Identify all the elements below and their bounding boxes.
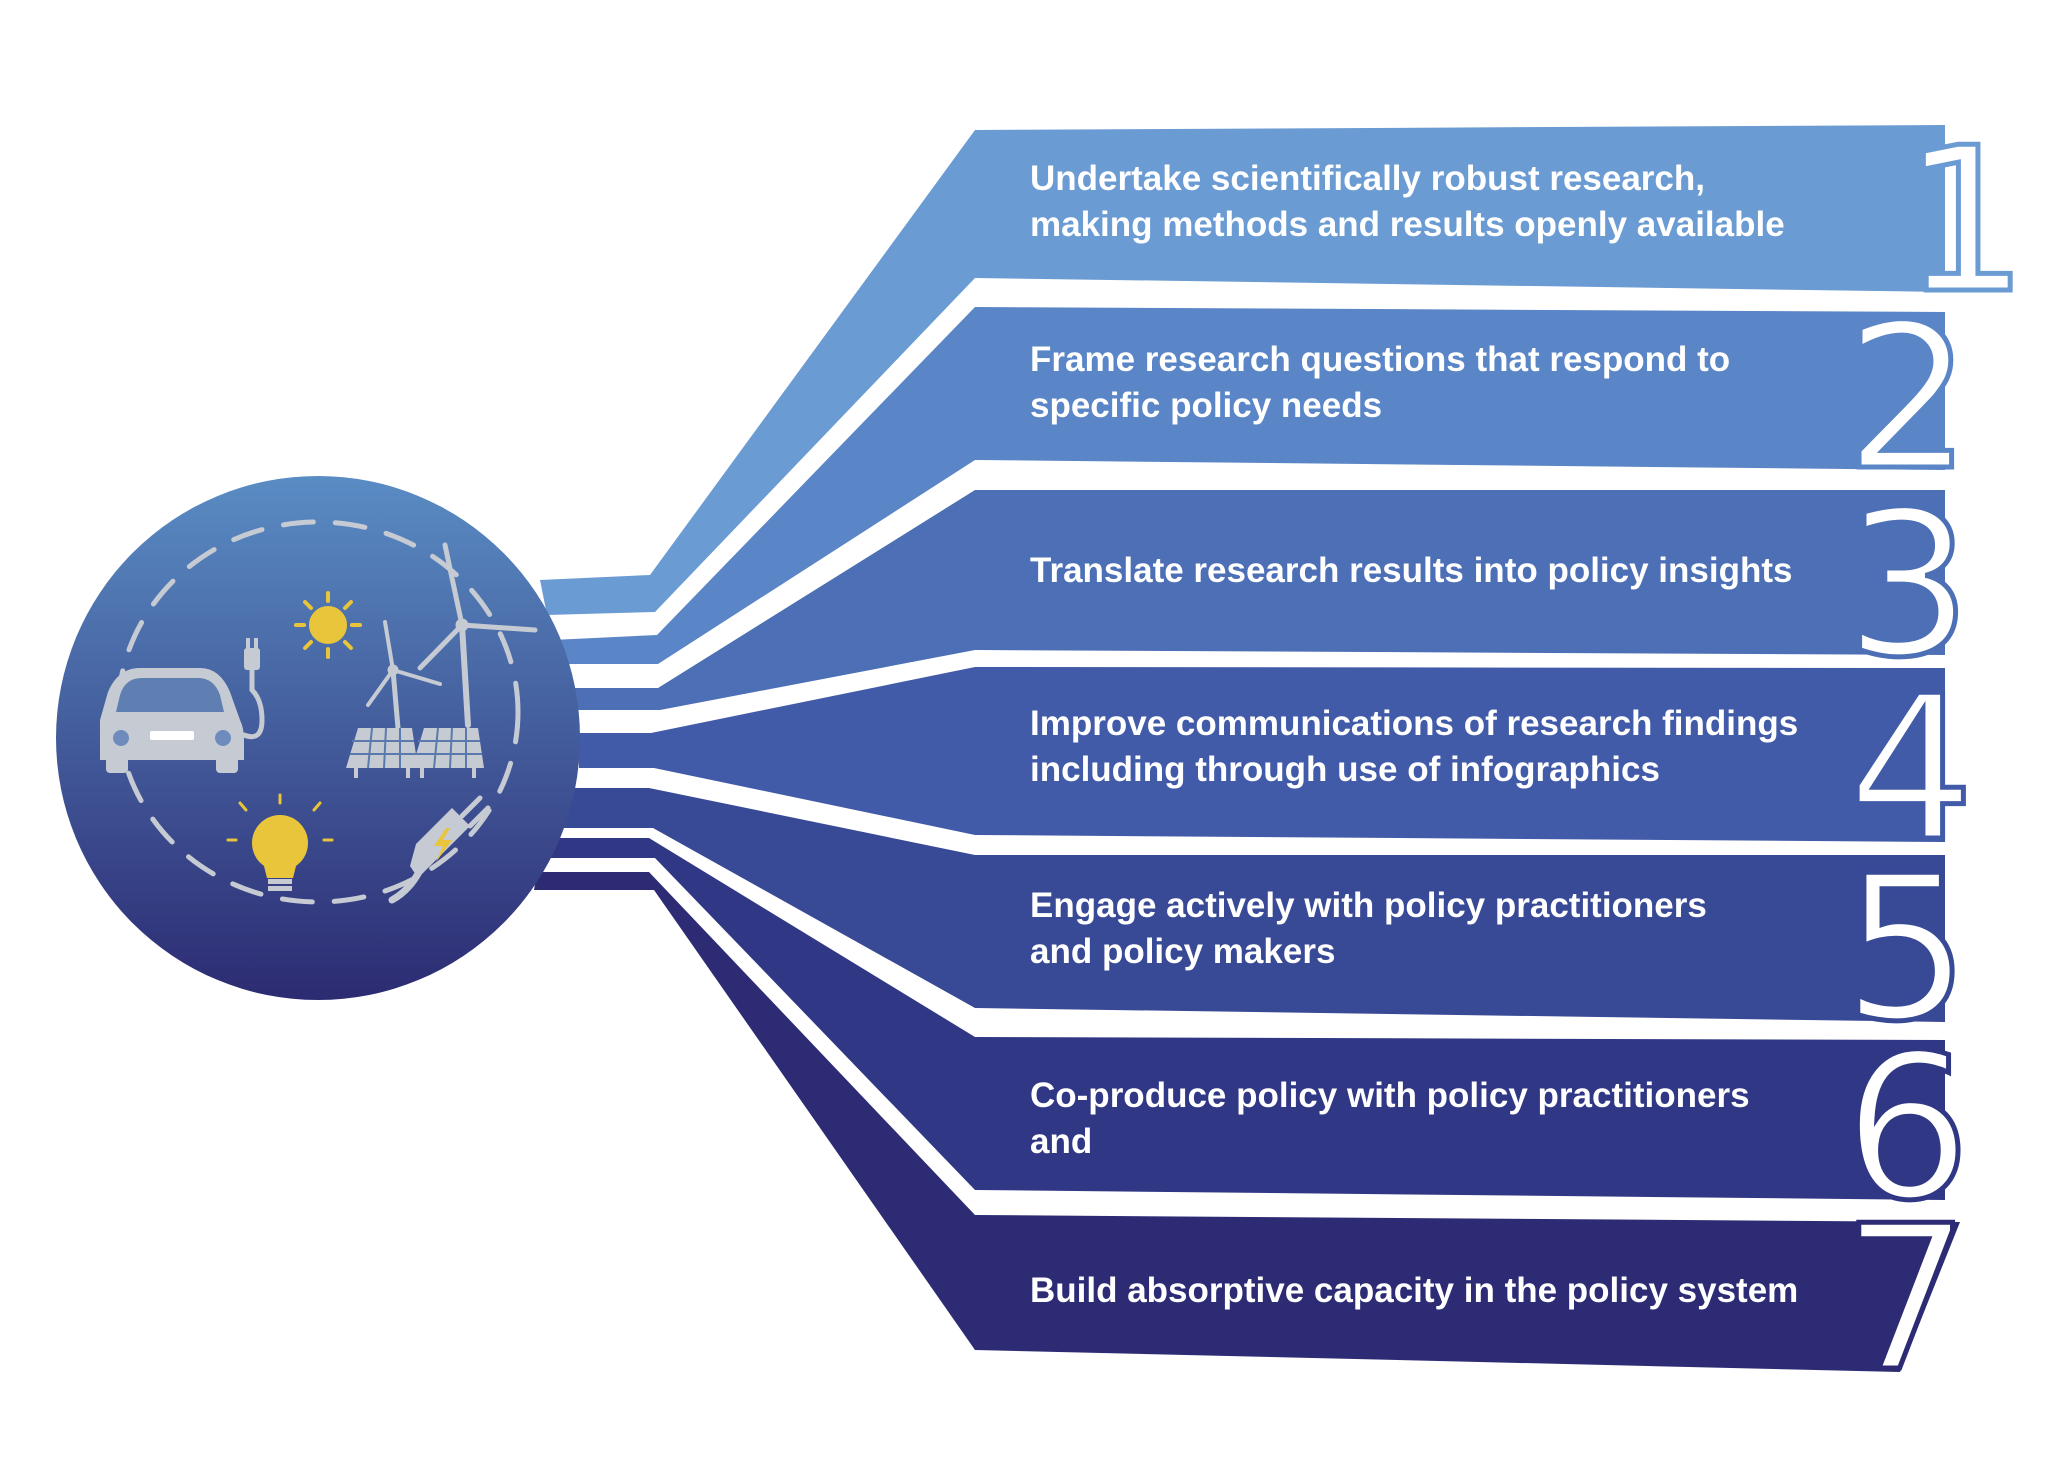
dashed-loop <box>115 519 521 905</box>
item-text-5: Engage actively with policy practitioner… <box>1030 886 1707 971</box>
numbers: 1 2 3 4 5 6 7 <box>1840 103 2031 1419</box>
car-icon <box>100 668 244 773</box>
item-text-4: Improve communications of research findi… <box>1030 704 1799 789</box>
banners <box>975 125 1960 1372</box>
banner-4 <box>975 667 1945 842</box>
circle-background <box>56 476 580 1000</box>
strip-4 <box>579 667 975 835</box>
number-3: 3 <box>1844 469 1971 702</box>
number-1: 1 <box>1901 105 2028 338</box>
sun-icon <box>294 591 362 659</box>
plug-icon <box>241 638 265 740</box>
strip-5 <box>562 788 975 1008</box>
item-text-1: Undertake scientifically robust research… <box>1030 159 1785 244</box>
strip-2 <box>552 307 975 664</box>
wind-turbine-icon <box>366 542 538 731</box>
power-plug-icon <box>388 795 491 904</box>
banner-6 <box>975 1037 1945 1200</box>
item-text-3: Translate research results into policy i… <box>1030 551 1793 590</box>
number-4: 4 <box>1847 653 1974 886</box>
strip-6 <box>545 838 975 1190</box>
connector-strips <box>534 130 975 1350</box>
light-bulb-icon <box>226 793 334 891</box>
banner-2 <box>975 307 1945 470</box>
banner-1 <box>975 125 1945 292</box>
banner-7 <box>975 1215 1960 1372</box>
energy-circle <box>56 476 580 1000</box>
number-2: 2 <box>1844 282 1971 515</box>
number-5: 5 <box>1842 833 1969 1066</box>
number-7: 7 <box>1842 1183 1969 1416</box>
solar-panel-icon <box>346 727 484 778</box>
banner-5 <box>975 855 1945 1022</box>
number-6: 6 <box>1843 1012 1970 1245</box>
item-text-2: Frame research questions that respond to… <box>1030 340 1731 425</box>
item-text-7: Build absorptive capacity in the policy … <box>1030 1271 1799 1310</box>
banner-3 <box>975 490 1945 655</box>
item-text-6: Co-produce policy with policy practition… <box>1030 1076 1750 1161</box>
strip-3 <box>566 490 975 710</box>
